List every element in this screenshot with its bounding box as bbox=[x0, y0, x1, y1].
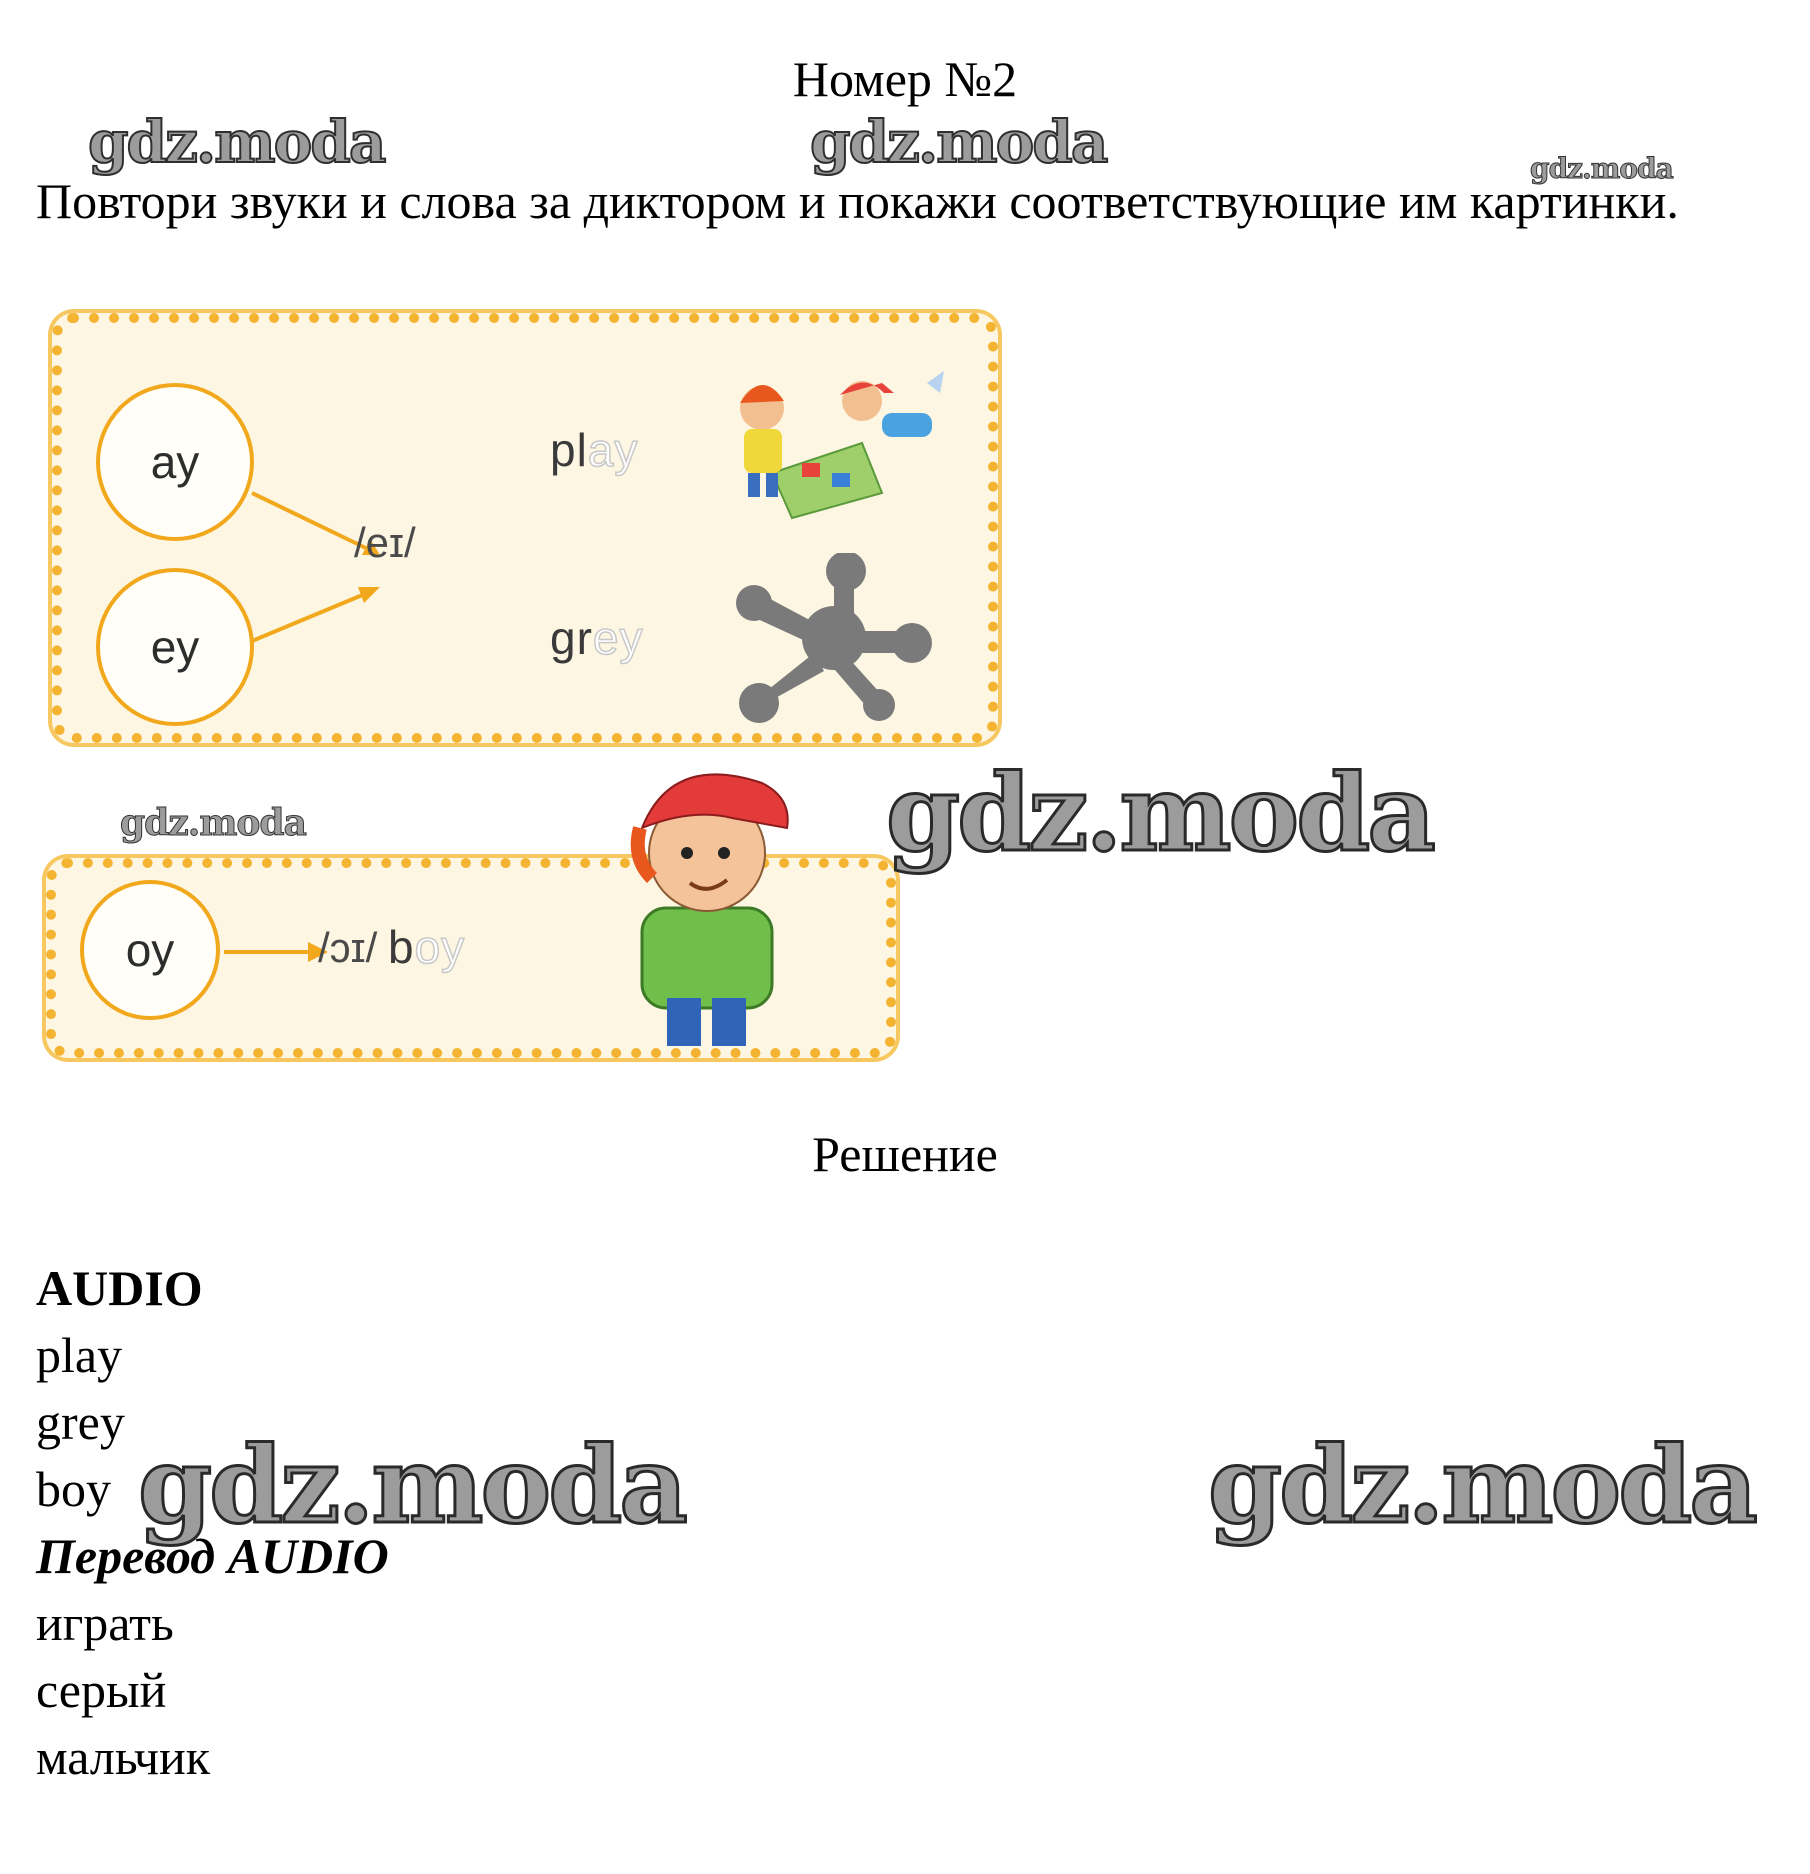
watermark: gdz.moda bbox=[87, 107, 387, 177]
word-boy-highlight: oy bbox=[414, 920, 466, 974]
word-play: play bbox=[550, 423, 638, 477]
sound-circle-ay: ay bbox=[96, 383, 254, 541]
sound-circle-ey: ey bbox=[96, 568, 254, 726]
boy-picture bbox=[630, 773, 789, 1046]
page-title: Номер №2 bbox=[792, 51, 1018, 107]
translation-word: серый bbox=[36, 1662, 167, 1718]
word-boy: boy bbox=[388, 920, 465, 974]
watermark: gdz.moda bbox=[1207, 1421, 1760, 1549]
audio-label: AUDIO bbox=[36, 1260, 203, 1316]
audio-word: boy bbox=[36, 1461, 111, 1517]
audio-word: grey bbox=[36, 1394, 125, 1450]
word-boy-prefix: b bbox=[388, 921, 415, 973]
watermark: gdz.moda bbox=[120, 802, 308, 845]
word-grey: grey bbox=[550, 611, 644, 665]
phoneme-ei: /eɪ/ bbox=[354, 519, 416, 566]
watermark: gdz.moda bbox=[1530, 152, 1675, 186]
kids-playing-picture bbox=[740, 371, 944, 520]
audio-word: play bbox=[36, 1327, 123, 1383]
word-play-prefix: pl bbox=[550, 424, 588, 476]
translation-label: Перевод AUDIO bbox=[36, 1528, 389, 1584]
sound-panel-ay-ey: ay ey /eɪ/ play grey bbox=[52, 313, 998, 743]
translation-word: играть bbox=[36, 1595, 174, 1651]
phoneme-oi: /ɔɪ/ bbox=[318, 924, 378, 971]
watermark: gdz.moda bbox=[137, 1421, 690, 1549]
arrow-to-phoneme-oi bbox=[224, 942, 328, 962]
task-text: Повтори звуки и слова за диктором и пока… bbox=[36, 173, 1679, 229]
answers-block: AUDIO play grey boy Перевод AUDIO играть… bbox=[36, 1255, 389, 1791]
word-grey-highlight: ey bbox=[592, 611, 644, 665]
word-play-highlight: ay bbox=[587, 423, 639, 477]
sound-circle-oy: oy bbox=[80, 880, 220, 1020]
watermark: gdz.moda bbox=[809, 107, 1109, 177]
grey-splat-picture bbox=[736, 553, 932, 723]
watermark: gdz.moda bbox=[885, 749, 1438, 877]
arrows-to-phoneme bbox=[251, 491, 380, 643]
translation-word: мальчик bbox=[36, 1729, 211, 1785]
solution-title: Решение bbox=[812, 1126, 998, 1182]
word-grey-prefix: gr bbox=[550, 612, 593, 664]
